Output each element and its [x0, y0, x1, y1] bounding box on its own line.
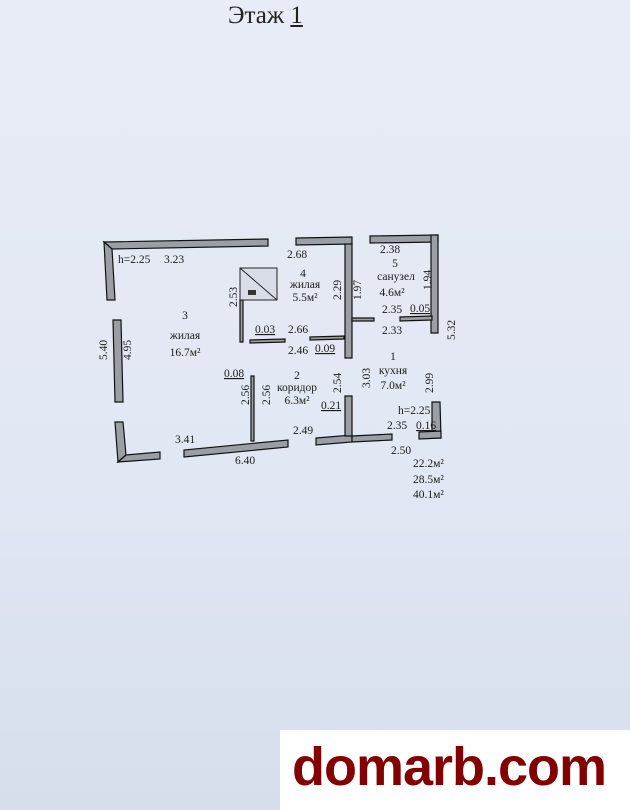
dim-2-66: 2.66	[288, 324, 308, 336]
dim-2-29: 2.29	[332, 280, 344, 300]
dim-2-46: 2.46	[288, 345, 308, 357]
dim-2-68: 2.68	[287, 249, 307, 261]
floor-title: Этаж 1	[228, 2, 303, 30]
room-1-name: кухня	[379, 365, 408, 377]
wall-corridor-kitchen	[344, 395, 353, 437]
dim-2-50: 2.50	[391, 445, 411, 457]
dim-6-40: 6.40	[235, 455, 255, 467]
outer-wall-left	[103, 240, 116, 301]
outer-wall-corner	[418, 430, 442, 440]
floor-number: 1	[290, 2, 303, 29]
room-3-name: жилая	[169, 330, 201, 342]
dim-2-49: 2.49	[293, 425, 313, 437]
dim-2-99: 2.99	[424, 373, 436, 393]
room-labels: 1 кухня 7.0м² 2 коридор 6.3м² 3 жилая 16…	[169, 258, 415, 407]
room-4-number: 4	[300, 268, 306, 280]
dim-0-16: 0.16	[416, 420, 436, 432]
room-2-name: коридор	[277, 382, 317, 394]
total-useful-area: 28.5м²	[413, 474, 444, 486]
watermark-text: domarb.com	[292, 737, 607, 797]
walls	[102, 234, 442, 464]
room-3-area: 16.7м²	[170, 347, 201, 359]
dim-1-97: 1.97	[352, 280, 364, 300]
dim-2-56-b: 2.56	[261, 385, 273, 405]
dim-0-03: 0.03	[255, 324, 275, 336]
room-5-area: 4.6м²	[379, 287, 405, 299]
outer-wall-left-mid	[112, 319, 124, 403]
room-2-number: 2	[294, 370, 300, 382]
room-4-area: 5.5м²	[292, 292, 318, 304]
dim-3-41: 3.41	[175, 434, 195, 446]
room-1-number: 1	[390, 351, 396, 363]
outer-wall-top-right	[369, 234, 439, 244]
dim-2-38: 2.38	[380, 244, 400, 256]
dimension-labels: h=2.25 3.23 2.68 2.53 2.29 1.97 2.38 1.9…	[98, 244, 458, 467]
outer-wall-top-mid	[295, 236, 353, 246]
watermark-box: domarb.com	[280, 730, 630, 810]
dim-2-35-a: 2.35	[382, 304, 402, 316]
dim-5-32: 5.32	[446, 320, 458, 340]
outer-wall-bottom-left	[116, 451, 161, 463]
wall-bath-kitchen-a	[351, 317, 375, 322]
room-3-number: 3	[182, 310, 188, 322]
floor-label: Этаж	[228, 2, 285, 29]
total-living-area: 22.2м²	[413, 458, 444, 470]
dim-0-09: 0.09	[315, 343, 335, 355]
wall-corridor-left	[250, 375, 255, 442]
wall-living-kitchen	[344, 243, 353, 359]
room-1-area: 7.0м²	[380, 380, 406, 392]
stove	[239, 267, 278, 301]
area-totals: 22.2м² 28.5м² 40.1м²	[413, 458, 444, 501]
outer-wall-top-left	[102, 238, 269, 250]
dim-1-94: 1.94	[422, 270, 434, 290]
dim-0-05: 0.05	[410, 303, 430, 315]
dim-0-21: 0.21	[321, 400, 341, 412]
total-area: 40.1м²	[413, 489, 444, 501]
dim-2-35-b: 2.35	[387, 420, 407, 432]
dim-2-53: 2.53	[228, 287, 240, 307]
dim-height-right: h=2.25	[398, 405, 431, 417]
room-4-name: жилая	[289, 279, 321, 291]
dim-2-33: 2.33	[382, 325, 402, 337]
dim-5-40: 5.40	[98, 340, 110, 360]
outer-wall-right	[430, 234, 439, 334]
dim-3-23: 3.23	[164, 254, 184, 266]
wall-bath-kitchen-b	[399, 315, 433, 322]
dim-height-left: h=2.25	[118, 254, 151, 266]
dim-4-95: 4.95	[122, 340, 134, 360]
dim-2-54: 2.54	[332, 373, 344, 393]
outer-wall-bottom-mid	[183, 439, 289, 458]
dim-2-56-a: 2.56	[240, 385, 252, 405]
outer-wall-bottom-right	[351, 433, 393, 443]
room-5-number: 5	[392, 258, 398, 270]
room-5-name: санузел	[377, 271, 415, 283]
dim-3-03: 3.03	[361, 368, 373, 388]
room-2-area: 6.3м²	[284, 395, 310, 407]
wall-room4-bottom-a	[249, 338, 286, 344]
wall-room4-bottom-b	[309, 335, 345, 341]
dim-0-08: 0.08	[224, 368, 244, 380]
wall-room4-left	[239, 299, 244, 343]
